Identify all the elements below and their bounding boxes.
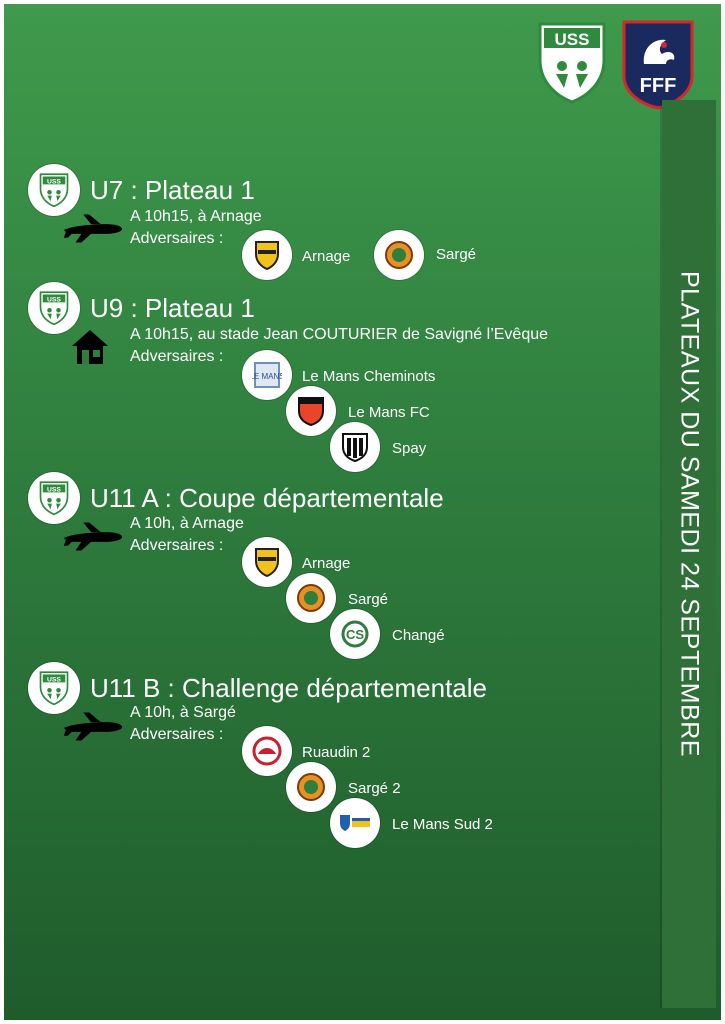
opponent-name: Changé [392,627,445,644]
section-info: A 10h15, à Arnage [130,208,262,225]
sarge-logo [286,762,336,812]
le-mans-cheminots-logo: LE MANS [242,350,292,400]
uss-crest-icon [28,472,80,524]
airplane-icon [62,520,124,557]
svg-text:FFF: FFF [640,75,677,97]
adversaires-label: Adversaires : [130,348,224,365]
ruaudin-logo [242,726,292,776]
arnage-logo [242,537,292,587]
uss-crest-icon [28,662,80,714]
airplane-icon [62,710,124,747]
opponent-name: Spay [392,440,427,457]
opponent-name: Le Mans Sud 2 [392,816,493,833]
section-title: U7 : Plateau 1 [90,175,255,205]
section-title: U11 B : Challenge départementale [90,673,487,703]
side-band [662,100,716,1008]
opponent-name: Ruaudin 2 [302,744,371,761]
opponent-name: Sargé [436,246,477,263]
svg-text:CS: CS [346,627,364,642]
uss-crest-icon [28,164,80,216]
home-icon [70,328,110,371]
uss-crest-icon [28,282,80,334]
opponent-name: Sargé 2 [348,780,401,797]
opponent-name: Arnage [302,248,351,265]
adversaires-label: Adversaires : [130,230,224,247]
airplane-icon [62,212,124,249]
svg-text:LE MANS: LE MANS [252,372,282,381]
section-title: U11 A : Coupe départementale [90,483,444,513]
section-info: A 10h, à Sargé [130,704,236,721]
opponent-name: Arnage [302,555,351,572]
svg-text:USS: USS [555,30,590,49]
section-info: A 10h, à Arnage [130,515,244,532]
section-info: A 10h15, au stade Jean COUTURIER de Savi… [130,326,549,343]
side-title: PLATEAUX DU SAMEDI 24 SEPTEMBRE [675,271,704,757]
opponent-name: Le Mans FC [348,404,430,421]
fff-logo: FFF [614,18,702,110]
adversaires-label: Adversaires : [130,537,224,554]
adversaires-label: Adversaires : [130,726,224,743]
arnage-logo [242,230,292,280]
sarge-logo [374,230,424,280]
change-logo: CS [330,609,380,659]
opponent-name: Le Mans Cheminots [302,368,436,385]
spay-logo [330,422,380,472]
le-mans-sud-logo [330,798,380,848]
uss-logo: USS [536,20,608,104]
opponent-name: Sargé [348,591,389,608]
le-mans-fc-logo [286,386,336,436]
section-title: U9 : Plateau 1 [90,293,255,323]
poster: USS FFF PLATEAUX DU SAMEDI 24 SEPTEMBRE … [4,4,721,1020]
sarge-logo [286,573,336,623]
